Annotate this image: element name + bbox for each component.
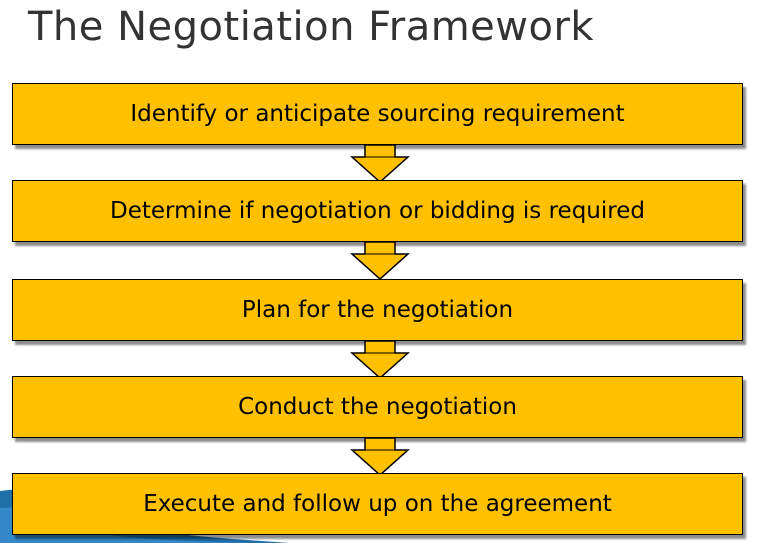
down-arrow-icon: [350, 438, 410, 476]
step-label: Plan for the negotiation: [241, 297, 514, 323]
down-arrow-icon: [350, 341, 410, 379]
step-label: Conduct the negotiation: [238, 394, 517, 420]
step-label: Identify or anticipate sourcing requirem…: [130, 101, 625, 127]
step-identify-requirement: Identify or anticipate sourcing requirem…: [12, 83, 743, 145]
step-execute-follow-up: Execute and follow up on the agreement: [12, 473, 743, 535]
step-label: Determine if negotiation or bidding is r…: [110, 198, 645, 224]
step-conduct-negotiation: Conduct the negotiation: [12, 376, 743, 438]
step-determine-negotiation: Determine if negotiation or bidding is r…: [12, 180, 743, 242]
step-label: Execute and follow up on the agreement: [143, 491, 612, 517]
step-plan-negotiation: Plan for the negotiation: [12, 279, 743, 341]
down-arrow-icon: [350, 242, 410, 280]
slide-title: The Negotiation Framework: [28, 4, 595, 50]
down-arrow-icon: [350, 145, 410, 183]
